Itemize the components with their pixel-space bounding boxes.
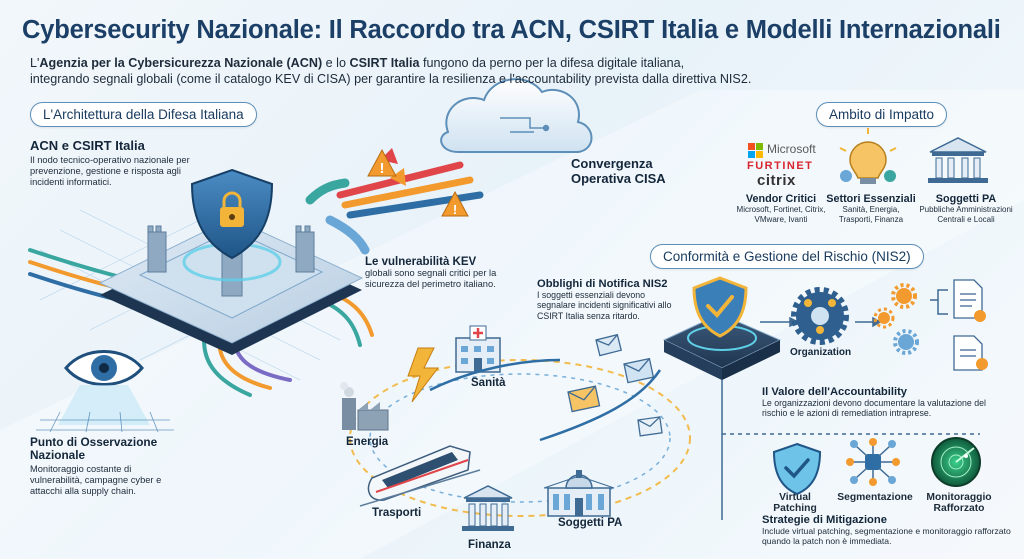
observation-block: Punto di Osservazione Nazionale Monitora… bbox=[30, 436, 200, 498]
observation-desc: Monitoraggio costante di vulnerabilità, … bbox=[30, 464, 162, 497]
acn-block: ACN e CSIRT Italia Il nodo tecnico-opera… bbox=[30, 138, 210, 189]
settori-desc: Sanità, Energia, Trasporti, Finanza bbox=[838, 205, 904, 224]
intro-line2: integrando segnali globali (come il cata… bbox=[30, 71, 752, 86]
nis2-section-title: Conformità e Gestione del Rischio (NIS2) bbox=[650, 244, 924, 269]
virtual-patching-label: Virtual Patching bbox=[773, 492, 817, 514]
sector-sanita: Sanità bbox=[471, 377, 506, 389]
page-title: Cybersecurity Nazionale: Il Raccordo tra… bbox=[22, 16, 1001, 44]
sector-energia: Energia bbox=[346, 436, 389, 448]
observation-title: Punto di Osservazione Nazionale bbox=[30, 435, 158, 462]
pa-desc: Pubbliche Amministrazioni Centrali e Loc… bbox=[919, 205, 1013, 224]
sector-soggetti-pa: Soggetti PA bbox=[558, 517, 623, 529]
intro-acn: Agenzia per la Cybersicurezza Nazionale … bbox=[39, 56, 323, 70]
acn-title: ACN e CSIRT Italia bbox=[30, 138, 145, 153]
microsoft-logo: Microsoft bbox=[767, 142, 816, 156]
organization-label: Organization bbox=[790, 347, 852, 358]
intro-line1-end: fungono da perno per la difesa digitale … bbox=[419, 56, 685, 70]
accountability-block: Il Valore dell'Accountability Le organiz… bbox=[762, 386, 1002, 419]
accountability-desc: Le organizzazioni devono documentare la … bbox=[762, 398, 986, 419]
kev-title: Le vulnerabilità KEV bbox=[365, 256, 477, 268]
vendor-title: Vendor Critici bbox=[745, 193, 817, 205]
obblighi-title: Obblighi di Notifica NIS2 bbox=[537, 278, 668, 290]
monitoraggio-label: Monitoraggio Rafforzato bbox=[926, 492, 992, 514]
cisa-label: Convergenza Operativa CISA bbox=[571, 156, 686, 186]
architecture-section-title: L'Architettura della Difesa Italiana bbox=[30, 102, 257, 127]
sector-trasporti: Trasporti bbox=[372, 507, 422, 519]
pa-block: Soggetti PA Pubbliche Amministrazioni Ce… bbox=[918, 193, 1014, 224]
strategie-block: Strategie di Mitigazione Include virtual… bbox=[762, 514, 1012, 546]
strategie-desc: Include virtual patching, segmentazione … bbox=[762, 526, 1011, 546]
acn-desc: Il nodo tecnico-operativo nazionale per … bbox=[30, 155, 190, 188]
pa-title: Soggetti PA bbox=[935, 193, 997, 205]
vendor-block: Vendor Critici Microsoft, Fortinet, Citr… bbox=[736, 193, 826, 224]
obblighi-block: Obblighi di Notifica NIS2 I soggetti ess… bbox=[537, 278, 677, 321]
accountability-title: Il Valore dell'Accountability bbox=[762, 386, 908, 398]
intro-pre: L' bbox=[30, 56, 40, 70]
settori-block: Settori Essenziali Sanità, Energia, Tras… bbox=[826, 193, 916, 224]
intro-mid: e lo bbox=[322, 56, 350, 70]
intro-csirt: CSIRT Italia bbox=[349, 56, 420, 70]
fortinet-logo: FURTINET bbox=[747, 160, 814, 172]
sector-finanza: Finanza bbox=[468, 539, 511, 551]
citrix-logo: citrix bbox=[757, 172, 796, 189]
segmentazione-label: Segmentazione bbox=[837, 492, 913, 503]
strategie-title: Strategie di Mitigazione bbox=[762, 514, 887, 526]
kev-block: Le vulnerabilità KEV globali sono segnal… bbox=[365, 256, 500, 290]
kev-desc: globali sono segnali critici per la sicu… bbox=[365, 268, 497, 290]
cisa-title: Convergenza Operativa CISA bbox=[571, 156, 666, 186]
svg-text:!: ! bbox=[380, 160, 385, 177]
settori-title: Settori Essenziali bbox=[826, 193, 916, 205]
obblighi-desc: I soggetti essenziali devono segnalare i… bbox=[537, 290, 672, 321]
vendor-desc: Microsoft, Fortinet, Citrix, VMware, Iva… bbox=[736, 205, 826, 224]
impact-section-title: Ambito di Impatto bbox=[816, 102, 948, 127]
intro-text: L'Agenzia per la Cybersicurezza Nazional… bbox=[30, 56, 790, 87]
svg-text:!: ! bbox=[453, 202, 457, 217]
